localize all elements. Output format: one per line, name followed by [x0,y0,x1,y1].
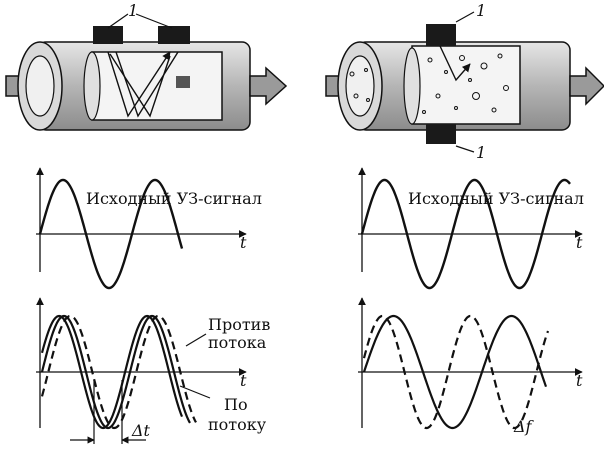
left-top-time-label: t [240,233,247,252]
right-transducer-label-bottom: 1 [476,143,486,162]
left-source-label: Исходный УЗ-сигнал [86,189,262,208]
left-transducer-1 [93,26,123,44]
right-pipe-assembly: 1 1 [325,1,604,162]
right-bottom-time-label: t [576,371,583,390]
right-source-wave [360,178,571,290]
right-transducer-bottom [426,124,456,144]
right-pipe-cutaway [411,45,521,125]
right-transducer-top [426,24,456,46]
left-source-wave [38,178,184,290]
with-flow-label-2: потоку [208,415,267,434]
right-ultrasound-path [439,45,471,82]
against-flow-label-1: Против [208,315,270,334]
plot-right-top: Исходный УЗ-сигнал t [358,167,584,290]
plot-left-top: Исходный УЗ-сигнал t [36,167,262,290]
right-particles [349,53,509,114]
delta-f-label: Δf [513,417,535,436]
left-pipe-assembly: 1 [5,1,288,131]
left-outlet-arrow [249,66,288,106]
left-ultrasound-paths [107,51,179,118]
right-top-time-label: t [576,233,583,252]
wave-against-flow [40,314,197,430]
against-flow-label-2: потока [208,333,267,352]
right-source-label: Исходный УЗ-сигнал [408,189,584,208]
delta-t-label: Δt [131,421,151,440]
plot-left-bottom: Против потока По потоку t Δt [36,297,270,444]
doppler-wave-dashed [362,314,550,430]
plot-right-bottom: t Δf [358,297,583,436]
left-bottom-time-label: t [240,371,247,390]
right-transducer-label-top: 1 [476,1,486,20]
doppler-wave-solid [362,314,548,430]
right-outlet-arrow [569,66,604,106]
left-transducer-label: 1 [128,1,138,20]
with-flow-label-1: По [224,395,248,414]
left-transducer-2 [158,26,190,44]
